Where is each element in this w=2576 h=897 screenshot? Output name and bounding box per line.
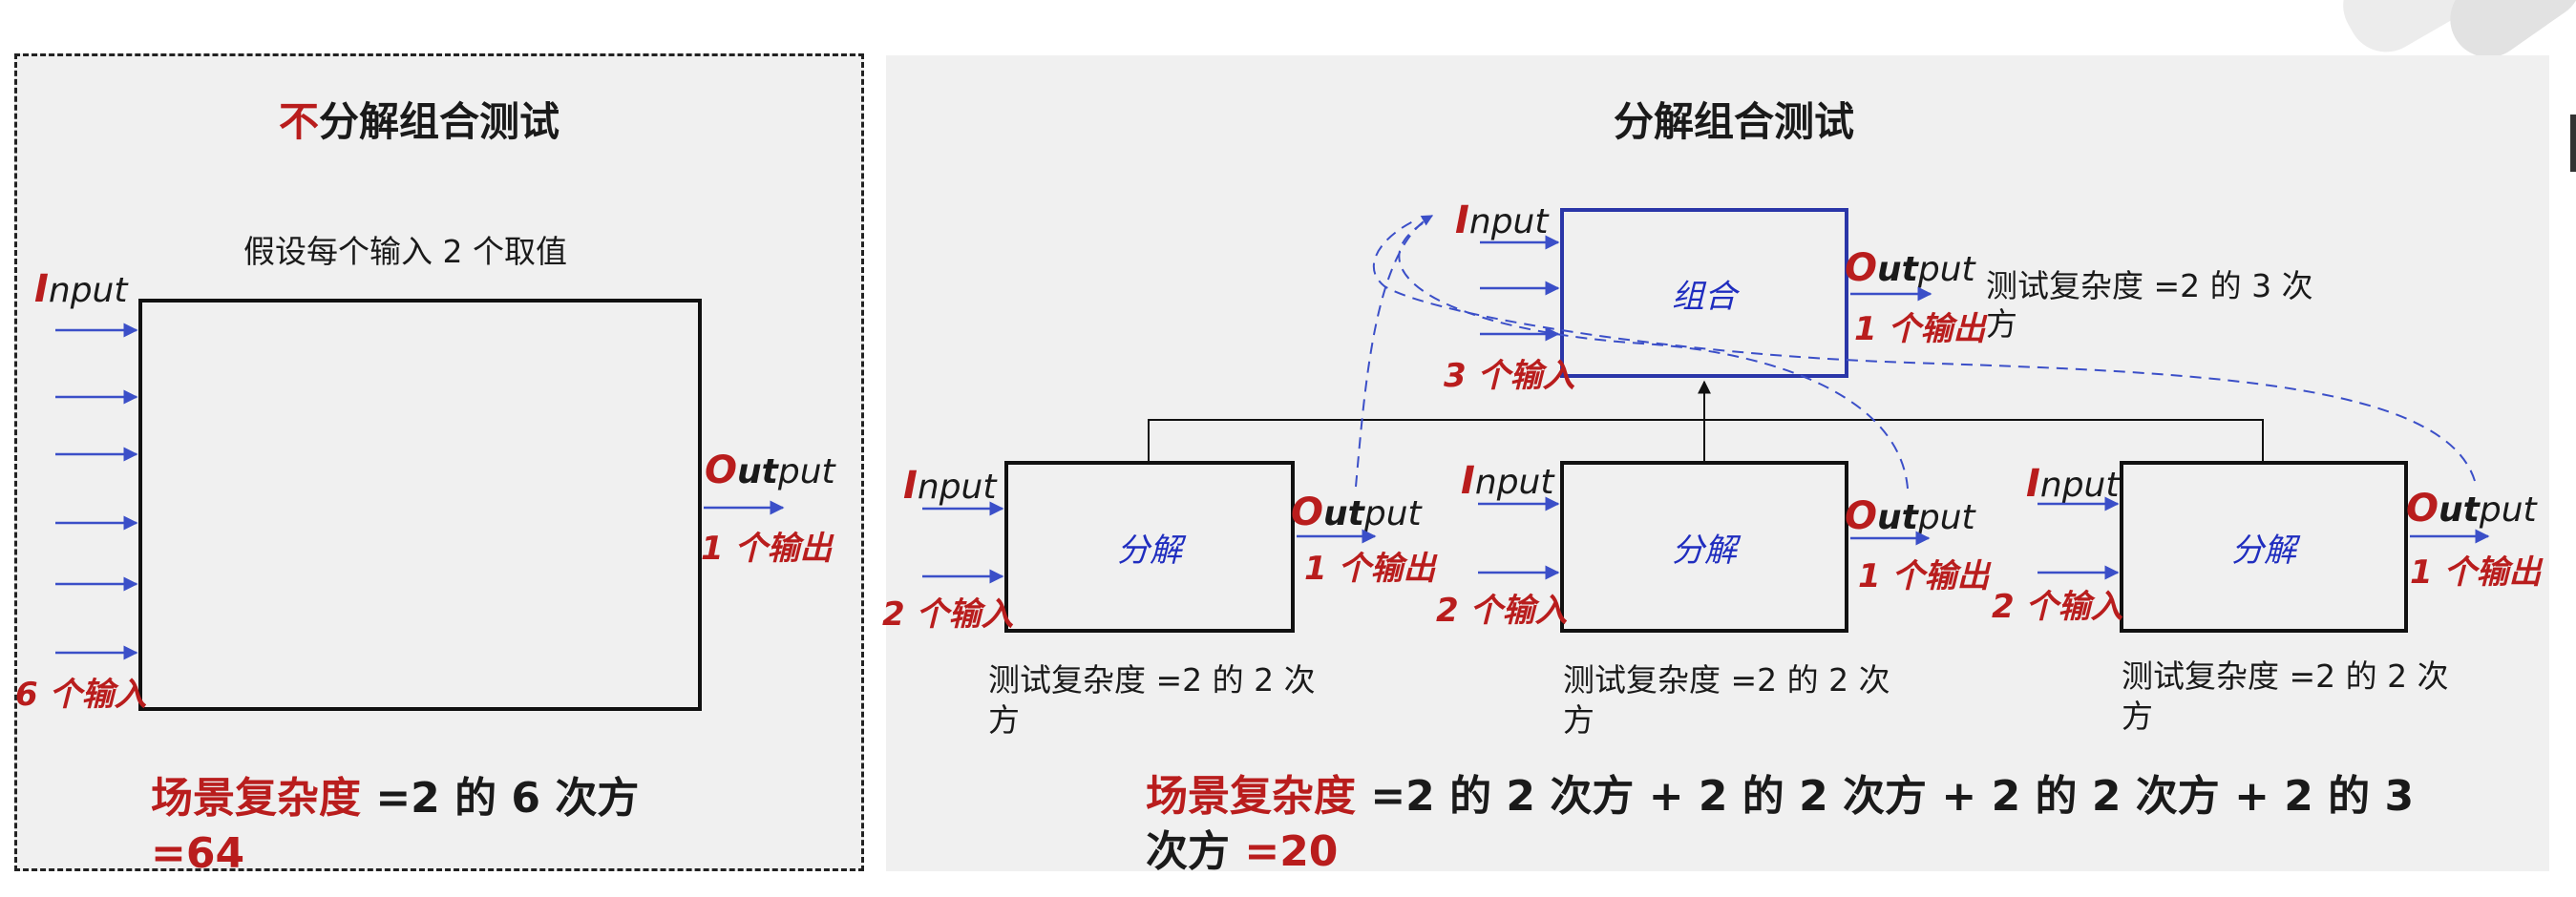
module3-label: 分解 [2231, 531, 2296, 570]
left-output-count: 1 个输出 [701, 530, 833, 568]
left-title: 不分解组合测试 [279, 90, 560, 148]
module2-label: 分解 [1672, 531, 1737, 570]
left-title-rest: 分解组合测试 [319, 98, 560, 145]
left-input-arrows [55, 323, 138, 660]
module2-box: 分解 [1560, 461, 1848, 633]
module1-output-label: Output [1291, 490, 1422, 534]
feedback-curves [1355, 215, 2476, 490]
module3-output-count: 1 个输出 [2410, 553, 2542, 592]
module1-label: 分解 [1117, 531, 1182, 570]
right-formula: 场景复杂度 =2 的 2 次方 + 2 的 2 次方 + 2 的 2 次方 + … [1146, 772, 2415, 876]
module2-output-label: Output [1845, 494, 1975, 538]
combine-input-arrows [1480, 235, 1560, 342]
module2-input-count: 2 个输入 [1436, 592, 1568, 630]
left-output-label: Output [705, 448, 835, 492]
left-input-count: 6 个输入 [15, 676, 147, 714]
module3-input-count: 2 个输入 [1992, 588, 2123, 626]
combine-input-count: 3 个输入 [1444, 357, 1575, 395]
left-system-box [138, 299, 702, 711]
combine-box-label: 组合 [1672, 277, 1737, 316]
combine-output-count: 1 个输出 [1854, 310, 1986, 348]
module-input-arrows [922, 496, 2120, 584]
module1-input-label: Input [903, 464, 997, 508]
module1-output-count: 1 个输出 [1304, 550, 1436, 588]
right-title: 分解组合测试 [1614, 98, 1855, 145]
module1-complexity: 测试复杂度 =2 的 2 次 方 [988, 661, 1316, 739]
module-output-arrows [1297, 529, 2490, 546]
module1-input-count: 2 个输入 [882, 595, 1014, 634]
module3-output-label: Output [2406, 487, 2537, 531]
left-input-label: Input [34, 267, 128, 311]
module2-complexity: 测试复杂度 =2 的 2 次 方 [1563, 661, 1890, 739]
assumption-note: 假设每个输入 2 个取值 [243, 233, 567, 270]
module2-output-count: 1 个输出 [1858, 557, 1990, 595]
combine-input-label: Input [1455, 198, 1549, 242]
left-formula: 场景复杂度 =2 的 6 次方 =64 [151, 774, 640, 878]
module1-box: 分解 [1004, 461, 1295, 633]
module2-input-label: Input [1461, 459, 1554, 503]
left-title-prefix: 不 [279, 98, 320, 145]
tree-connector [1148, 380, 2264, 461]
combine-output-label: Output [1845, 246, 1975, 290]
edge-mark [2570, 115, 2576, 172]
module3-box: 分解 [2120, 461, 2408, 633]
module3-complexity: 测试复杂度 =2 的 2 次 方 [2122, 657, 2449, 735]
combine-complexity: 测试复杂度 =2 的 3 次 方 [1986, 267, 2313, 343]
